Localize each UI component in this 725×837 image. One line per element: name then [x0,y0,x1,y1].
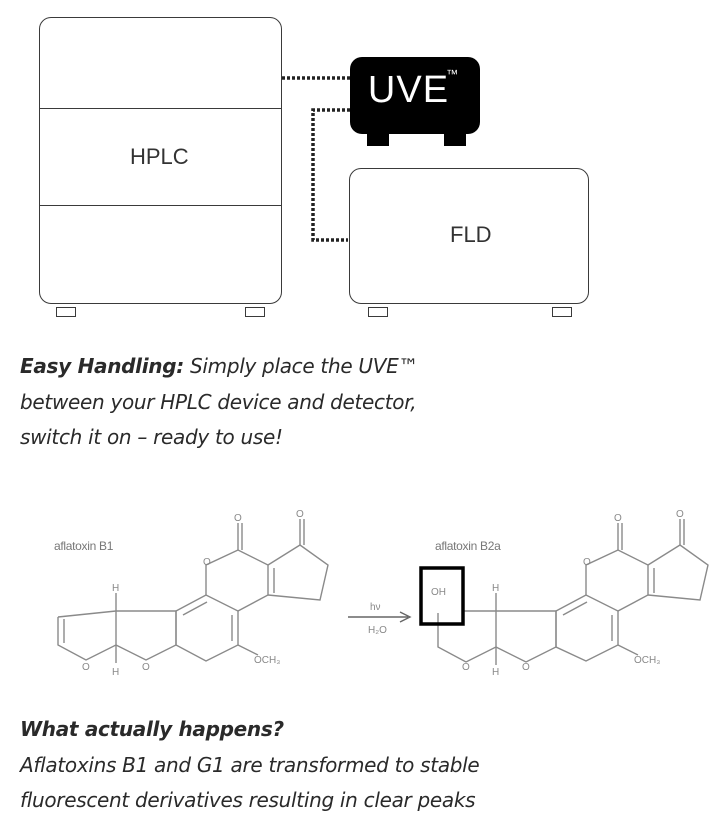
tubing-uve-to-fld [311,108,350,242]
compound-label-left: aflatoxin B1 [54,539,114,553]
compound-label-right: aflatoxin B2a [435,539,501,553]
easy-handling-text: Easy Handling: Simply place the UVE™ bet… [20,349,418,456]
hplc-label: HPLC [130,144,189,169]
right-methoxy: OCH₃ [634,655,660,666]
easy-handling-title: Easy Handling: [20,354,184,378]
left-hydrogen-bottom: H [112,667,119,678]
left-oxygen-3: O [142,662,150,673]
tubing-connections [282,76,350,242]
aflatoxin-b1-structure [57,519,329,663]
left-oxygen-5: O [296,509,304,520]
right-oxygen-4: O [614,513,622,524]
left-methoxy: OCH₃ [254,655,280,666]
left-hydrogen-top: H [112,583,119,594]
right-oxygen-2: O [462,662,470,673]
right-oxygen-5: O [676,509,684,520]
hplc-unit [39,17,282,304]
uve-foot-left [367,134,389,146]
right-oh-group: OH [431,587,446,598]
right-oxygen-1: O [583,557,591,568]
uve-trademark: ™ [446,67,460,81]
what-happens-title: What actually happens? [20,717,284,741]
hplc-divider-bottom [40,205,281,206]
fld-foot-right [552,307,572,317]
left-oxygen-4: O [234,513,242,524]
right-oxygen-3: O [522,662,530,673]
hplc-foot-left [56,307,76,317]
right-hydrogen-bottom: H [492,667,499,678]
uve-label: UVE™ [367,67,460,111]
aflatoxin-b2a-structure [437,519,709,665]
fld-label: FLD [450,222,492,247]
uve-foot-right [444,134,466,146]
hplc-divider-top [40,108,281,109]
left-oxygen-1: O [203,557,211,568]
what-happens-line-1: Aflatoxins B1 and G1 are transformed to … [20,752,480,777]
uve-device: UVE™ [350,57,480,134]
reagent-light: hν [370,602,381,613]
oh-highlight-box [419,566,465,626]
right-hydrogen-top: H [492,583,499,594]
easy-handling-line-2: between your HPLC device and detector, [20,389,417,414]
easy-handling-line-1: Easy Handling: Simply place the UVE™ [20,354,419,378]
reagent-water: H₂O [368,625,387,636]
what-happens-line-2: fluorescent derivatives resulting in cle… [20,788,476,812]
fld-unit [349,168,589,304]
what-happens-text: What actually happens? Aflatoxins B1 and… [20,712,480,819]
reaction-arrow [348,611,412,623]
reaction-structures: O O O O O H H OCH₃ hν H₂O OH O O O O O H… [57,509,709,678]
easy-handling-line-3: switch it on – ready to use! [20,425,283,449]
hplc-foot-right [245,307,265,317]
fld-foot-left [368,307,388,317]
left-oxygen-2: O [82,662,90,673]
